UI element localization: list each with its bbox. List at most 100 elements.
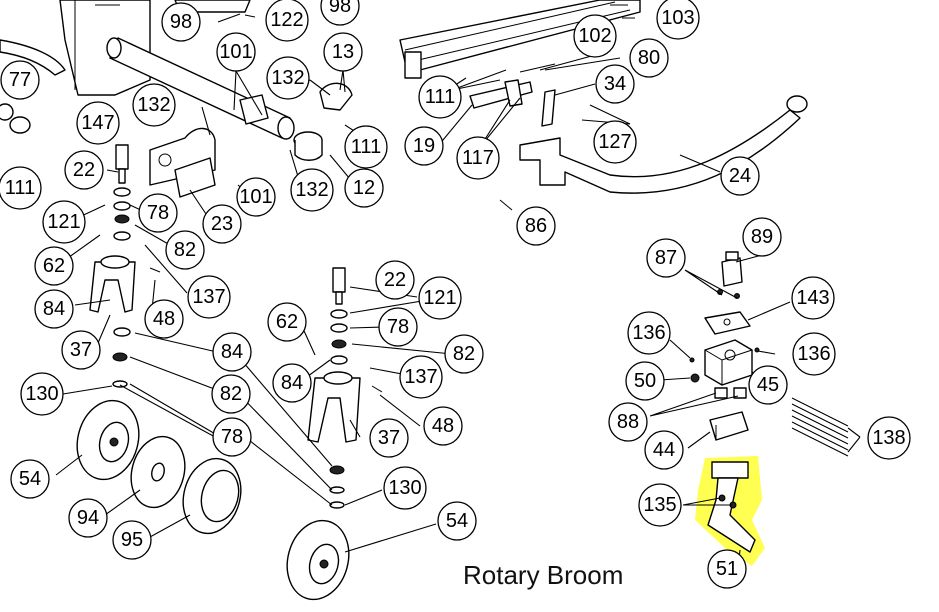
- callout-37-a: 37: [61, 330, 101, 370]
- svg-text:98: 98: [329, 0, 351, 17]
- svg-text:80: 80: [638, 47, 660, 69]
- callout-23: 23: [202, 204, 242, 244]
- svg-text:48: 48: [432, 415, 454, 437]
- svg-text:54: 54: [446, 510, 468, 532]
- plate-143: [704, 311, 751, 335]
- callout-132-a: 132: [266, 56, 310, 100]
- svg-text:130: 130: [388, 477, 421, 499]
- callout-111-c: 111: [0, 166, 42, 210]
- svg-text:143: 143: [796, 287, 829, 309]
- callout-86: 86: [516, 206, 556, 246]
- mount-bracket-51: [707, 461, 756, 553]
- callout-87: 87: [646, 238, 686, 278]
- svg-text:111: 111: [351, 136, 381, 158]
- svg-text:132: 132: [137, 94, 170, 116]
- svg-text:84: 84: [43, 298, 65, 320]
- svg-text:48: 48: [153, 308, 175, 330]
- tube-94: [130, 435, 186, 509]
- callout-138: 138: [867, 416, 911, 460]
- svg-text:103: 103: [661, 7, 694, 29]
- callout-24: 24: [720, 156, 760, 196]
- svg-text:82: 82: [220, 383, 242, 405]
- callout-54-a: 54: [10, 459, 50, 499]
- washer-stack-left: [112, 187, 131, 388]
- callout-51: 51: [707, 549, 747, 589]
- callout-45: 45: [748, 365, 788, 405]
- washer-stack-right: [329, 309, 348, 509]
- callout-143: 143: [791, 276, 835, 320]
- callout-22-a: 22: [64, 150, 104, 190]
- callout-121-b: 121: [418, 276, 462, 320]
- bracket-assembly-117: [469, 63, 556, 127]
- svg-text:12: 12: [353, 177, 375, 199]
- svg-text:51: 51: [716, 558, 738, 580]
- svg-text:98: 98: [170, 11, 192, 33]
- wheel-54-left: [76, 399, 140, 481]
- callout-13: 13: [323, 32, 363, 72]
- callout-37-b: 37: [369, 418, 409, 458]
- callout-136-a: 136: [627, 311, 671, 355]
- svg-text:45: 45: [757, 374, 779, 396]
- callout-111-a: 111: [418, 75, 462, 119]
- svg-text:135: 135: [643, 494, 676, 516]
- caster-fork-37-right: [307, 371, 361, 443]
- callout-34: 34: [595, 64, 635, 104]
- svg-text:138: 138: [872, 427, 905, 449]
- callout-127: 127: [593, 120, 637, 164]
- callout-22-b: 22: [375, 260, 415, 300]
- caster-fork-37-left: [89, 255, 136, 313]
- switch-89: [721, 251, 743, 287]
- svg-text:13: 13: [332, 41, 354, 63]
- callout-80: 80: [629, 38, 669, 78]
- svg-text:84: 84: [281, 372, 303, 394]
- callout-117: 117: [456, 136, 500, 180]
- diagram-caption: Rotary Broom: [463, 560, 624, 590]
- bearing-plates-23: [149, 127, 216, 198]
- handle-24: [519, 95, 808, 194]
- callout-82-a: 82: [165, 230, 205, 270]
- svg-text:22: 22: [73, 159, 95, 181]
- callout-130-a: 130: [20, 372, 64, 416]
- callout-102: 102: [573, 14, 617, 58]
- svg-text:111: 111: [5, 177, 35, 199]
- svg-text:77: 77: [9, 69, 31, 91]
- callout-84-b: 84: [212, 332, 252, 372]
- callout-12: 12: [344, 168, 384, 208]
- svg-text:22: 22: [384, 269, 406, 291]
- callout-98-a: 98: [161, 2, 201, 42]
- svg-text:78: 78: [147, 202, 169, 224]
- callout-62-b: 62: [267, 302, 307, 342]
- callout-78-c: 78: [212, 417, 252, 457]
- svg-text:132: 132: [271, 67, 304, 89]
- svg-text:44: 44: [653, 439, 675, 461]
- svg-text:37: 37: [70, 339, 92, 361]
- callout-54-b: 54: [437, 501, 477, 541]
- callout-82-c: 82: [211, 374, 251, 414]
- svg-text:82: 82: [174, 239, 196, 261]
- callout-95: 95: [112, 520, 152, 560]
- svg-text:101: 101: [239, 186, 272, 208]
- callout-121-a: 121: [42, 200, 86, 244]
- svg-text:136: 136: [797, 343, 830, 365]
- svg-text:23: 23: [211, 213, 233, 235]
- callout-132-c: 132: [290, 168, 334, 212]
- callout-82-b: 82: [444, 334, 484, 374]
- callout-101-b: 101: [236, 177, 276, 217]
- callout-50: 50: [625, 361, 665, 401]
- callout-137-a: 137: [187, 275, 231, 319]
- tire-95: [182, 457, 242, 535]
- callout-111-b: 111: [344, 125, 388, 169]
- svg-text:137: 137: [192, 286, 225, 308]
- callout-48-b: 48: [423, 406, 463, 446]
- tube-147: [106, 37, 295, 140]
- leader-lines: [55, 4, 861, 569]
- svg-text:95: 95: [121, 529, 143, 551]
- callout-135: 135: [638, 483, 682, 527]
- svg-text:78: 78: [387, 316, 409, 338]
- svg-text:117: 117: [462, 147, 494, 169]
- svg-text:87: 87: [655, 247, 677, 269]
- callout-94: 94: [68, 498, 108, 538]
- callout-88: 88: [608, 402, 648, 442]
- svg-text:78: 78: [221, 426, 243, 448]
